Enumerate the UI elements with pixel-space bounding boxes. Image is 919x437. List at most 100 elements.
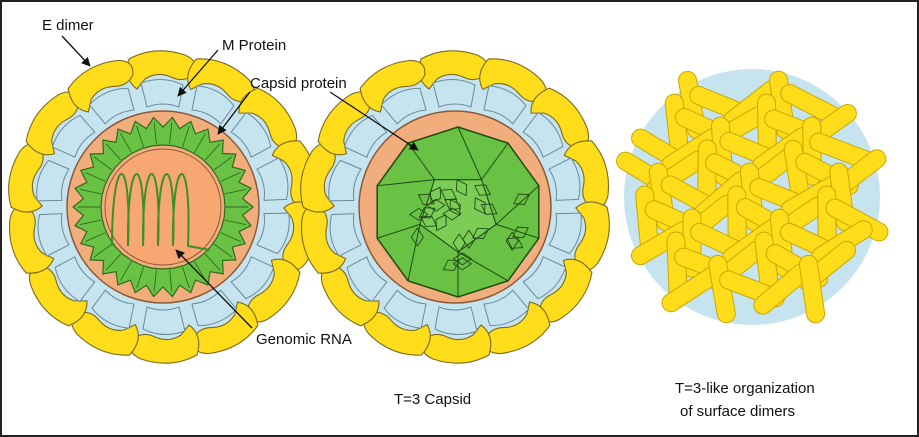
e-dimer <box>418 50 489 108</box>
membrane-segment <box>256 157 289 201</box>
genomic-rna-pointer <box>175 249 253 329</box>
e-dimer <box>8 143 70 213</box>
e-dimer-lobe <box>300 143 336 213</box>
e-dimer <box>300 143 362 213</box>
e-dimer <box>25 91 96 158</box>
membrane-segment <box>256 212 290 255</box>
membrane-segment <box>346 256 388 303</box>
membrane-segment <box>91 289 135 329</box>
capsid-edge <box>377 179 435 187</box>
membrane-segment <box>37 213 70 257</box>
capsid-segment-line <box>224 188 247 195</box>
capsid-segment-line <box>204 143 221 161</box>
e-dimer-lobe <box>317 91 372 156</box>
capsid-protein-tile <box>462 229 476 250</box>
capsid-segment-line <box>153 122 157 145</box>
capsid-segment-line <box>213 156 233 171</box>
capsid-protein-tile <box>442 259 460 271</box>
capsid-protein-tile <box>472 227 490 240</box>
e-dimer <box>126 50 197 108</box>
capsid-protein-tile <box>455 179 468 197</box>
e-dimer-lobe <box>320 265 380 327</box>
capsid-protein-tile <box>409 207 429 221</box>
label-t3-like-line2: of surface dimers <box>680 403 795 420</box>
e-dimer-lobe <box>67 59 134 113</box>
capsid-segment-line <box>182 266 190 288</box>
membrane-segment <box>548 157 581 201</box>
membrane-segment <box>432 79 476 108</box>
label-capsid-protein: Capsid protein <box>250 75 347 92</box>
capsid-protein-tile <box>474 184 492 196</box>
e-dimer <box>421 306 492 364</box>
capsid-protein-tile <box>452 252 473 266</box>
capsid-protein-tile <box>410 227 424 247</box>
capsid-protein-pointer-left <box>217 91 251 135</box>
e-dimer <box>522 87 590 158</box>
capsid-protein-tile <box>474 197 486 215</box>
genomic-rna-coil <box>111 173 211 251</box>
e-dimer-lobe <box>8 205 55 274</box>
capsid-protein-tile <box>418 207 436 219</box>
m-protein-pointer <box>177 49 219 97</box>
label-m-protein: M Protein <box>222 37 286 54</box>
membrane-segment <box>483 85 527 125</box>
capsid-segment-line <box>224 219 247 226</box>
e-dimer <box>71 289 139 356</box>
capsid-segment-line <box>169 122 173 145</box>
membrane-segment <box>191 289 238 327</box>
surface-dimer <box>798 254 826 324</box>
capsid-segment-line <box>93 243 113 258</box>
membrane-segment <box>383 289 427 329</box>
membrane-segment <box>328 159 362 202</box>
capsid-edge <box>457 126 482 180</box>
capsid-segment-line <box>105 143 122 161</box>
capsid-protein-tile <box>417 193 435 206</box>
e-dimer-lobe <box>530 87 590 149</box>
envelope-e-dimers-mid <box>300 50 610 364</box>
e-dimer-lobe <box>359 59 426 113</box>
virion-cross-section <box>8 50 318 364</box>
capsid-edge <box>495 185 540 225</box>
e-dimer-lobe <box>479 58 547 103</box>
capsid-protein-pointer-mid <box>329 91 419 151</box>
capsid-protein-tile <box>426 198 446 212</box>
capsid-edge <box>377 223 421 239</box>
e-dimer-lobe <box>563 140 610 209</box>
capsid-facets <box>377 126 540 297</box>
e-dimer <box>8 205 70 274</box>
e-dimer <box>320 256 388 327</box>
membrane-segment <box>380 87 427 125</box>
surface-dimer-particle <box>616 69 889 325</box>
capsid-edge <box>495 223 539 239</box>
capsid-edge <box>457 251 509 282</box>
capsid-segment-line <box>220 172 241 182</box>
e-dimer <box>359 59 427 125</box>
e-dimer-lobe <box>25 91 80 156</box>
e-dimer-lobe <box>238 87 298 149</box>
e-dimer <box>191 289 259 355</box>
e-dimer-lobe <box>192 301 259 355</box>
capsid-protein-tile <box>444 198 462 210</box>
capsid-shell <box>72 116 254 298</box>
membrane-segment <box>483 289 530 327</box>
membrane-segment <box>548 212 582 255</box>
capsid-segment-line <box>136 266 144 288</box>
label-e-dimer: E dimer <box>42 17 94 34</box>
capsid-protein-tile <box>435 214 447 232</box>
membrane-segment <box>140 79 184 108</box>
membrane-segment <box>230 256 275 300</box>
membrane-segment <box>142 306 186 335</box>
e-dimer <box>479 58 547 125</box>
e-dimer <box>230 256 301 323</box>
e-dimer-lobe <box>363 311 431 356</box>
e-dimer-lobe <box>126 50 197 90</box>
capsid-segment-line <box>213 243 233 258</box>
e-dimer <box>187 58 255 125</box>
capsid-segment-line <box>85 172 106 182</box>
membrane-segment <box>36 159 70 202</box>
e-dimer-lobe <box>129 324 200 364</box>
e-dimer-lobe <box>71 311 139 356</box>
capsid-protein-tile <box>440 188 458 201</box>
